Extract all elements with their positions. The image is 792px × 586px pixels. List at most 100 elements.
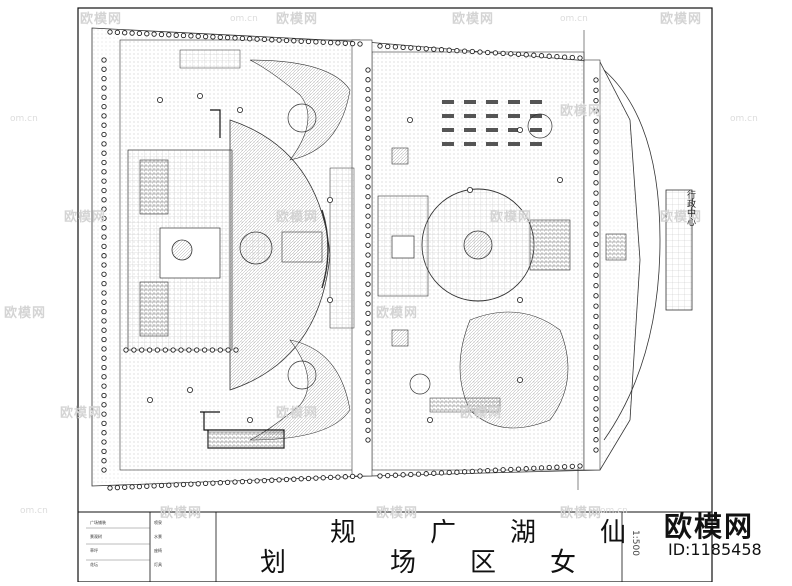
- tree: [186, 347, 192, 353]
- tree: [546, 464, 552, 471]
- tree: [201, 347, 208, 353]
- tree: [357, 473, 363, 479]
- tree: [365, 281, 371, 287]
- tree: [101, 448, 107, 455]
- tree: [101, 299, 107, 305]
- tree: [538, 465, 545, 471]
- planter-box: [508, 142, 520, 146]
- watermark-url: om.cn: [600, 506, 628, 516]
- tree: [365, 125, 371, 132]
- tree: [291, 476, 297, 482]
- tree: [377, 473, 383, 479]
- tree: [239, 35, 246, 42]
- tree: [129, 484, 135, 490]
- tree: [593, 395, 599, 402]
- tree: [415, 45, 422, 51]
- scattered-tree: [517, 376, 524, 383]
- legend-entry: 草坪: [90, 548, 98, 553]
- tree: [101, 206, 107, 212]
- tree: [158, 31, 165, 38]
- tree: [101, 327, 107, 333]
- planter-box: [464, 142, 476, 146]
- legend-entry: 广场铺装: [90, 520, 106, 525]
- tree: [365, 145, 371, 151]
- tree: [151, 483, 157, 489]
- north-bench-area: [179, 49, 241, 69]
- tree: [151, 31, 157, 37]
- tree: [158, 482, 165, 489]
- watermark-logo: 欧模网: [64, 210, 107, 225]
- tree: [131, 347, 137, 353]
- tree: [224, 479, 231, 486]
- tree: [392, 472, 399, 478]
- tree: [485, 467, 491, 474]
- tree: [593, 447, 599, 453]
- tree: [365, 67, 371, 73]
- north-flower-bed: [287, 103, 317, 133]
- tree: [178, 347, 184, 353]
- tree: [365, 223, 371, 229]
- tree: [500, 50, 506, 57]
- tree: [593, 97, 599, 104]
- tree: [461, 48, 468, 54]
- right-pavilion: [391, 235, 415, 259]
- tree: [593, 149, 599, 155]
- tree: [492, 467, 499, 473]
- tree: [173, 32, 179, 38]
- tree: [593, 241, 599, 248]
- tree: [593, 118, 599, 124]
- planter-box: [442, 114, 454, 118]
- tree: [101, 318, 107, 324]
- tree: [129, 30, 135, 36]
- garden-walk: [429, 397, 501, 413]
- tree: [593, 416, 599, 422]
- tree: [515, 51, 522, 57]
- planter-box: [508, 128, 520, 132]
- tree: [508, 51, 514, 57]
- watermark-url: om.cn: [20, 506, 48, 516]
- watermark-logo: 欧模网: [490, 210, 533, 225]
- north-pergola: [210, 109, 221, 138]
- tree: [173, 482, 179, 488]
- tree: [593, 272, 599, 278]
- watermark-logo: 欧模网: [460, 406, 503, 421]
- tree: [365, 417, 371, 424]
- tree: [166, 32, 172, 38]
- tree: [593, 293, 599, 299]
- planter-box: [486, 128, 498, 132]
- tree: [217, 34, 223, 40]
- tree: [101, 280, 107, 287]
- title-character: 女: [550, 548, 577, 578]
- title-character: 湖: [510, 518, 537, 548]
- tree: [593, 406, 599, 412]
- tree: [546, 53, 552, 59]
- tree: [180, 481, 187, 488]
- scattered-tree: [156, 97, 163, 104]
- tree: [365, 86, 371, 93]
- scattered-tree: [517, 127, 524, 134]
- tree: [469, 468, 475, 475]
- tree: [485, 49, 491, 56]
- scattered-tree: [466, 186, 473, 193]
- tree: [298, 476, 304, 482]
- tree: [365, 378, 371, 385]
- tree: [335, 474, 341, 480]
- north-flower-square: [391, 147, 409, 165]
- tree: [365, 164, 371, 171]
- planter-box: [464, 100, 476, 104]
- tree: [593, 87, 599, 93]
- planter-box: [442, 142, 454, 146]
- tree: [531, 52, 537, 58]
- tree: [477, 468, 483, 474]
- title-character: 区: [470, 548, 497, 578]
- tree: [365, 135, 371, 141]
- tree: [188, 481, 194, 487]
- tree: [385, 472, 391, 479]
- tree: [593, 77, 599, 83]
- tree: [101, 411, 107, 417]
- tree: [446, 469, 452, 476]
- tree: [365, 271, 371, 278]
- tree: [365, 116, 371, 122]
- tree: [101, 94, 107, 100]
- tree: [194, 347, 200, 353]
